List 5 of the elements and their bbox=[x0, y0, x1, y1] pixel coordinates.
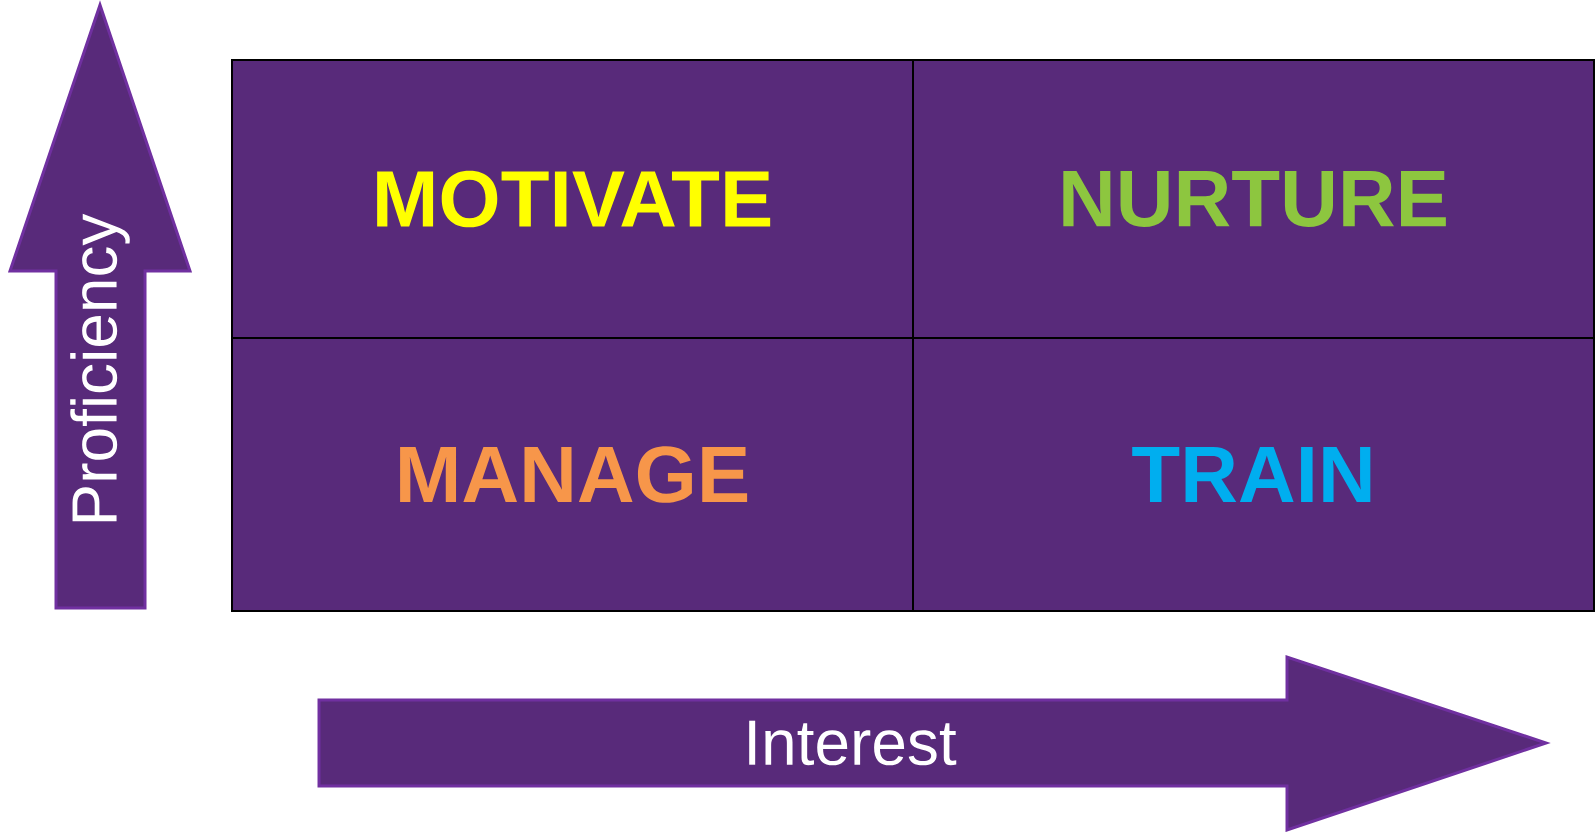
quadrant-box: NURTURE bbox=[912, 59, 1595, 339]
node-label: TRAIN bbox=[1132, 447, 1371, 503]
quadrant-box: MOTIVATE bbox=[231, 59, 914, 339]
quadrant-box: TRAIN bbox=[912, 337, 1595, 612]
quadrant-box: MANAGE bbox=[231, 337, 914, 612]
